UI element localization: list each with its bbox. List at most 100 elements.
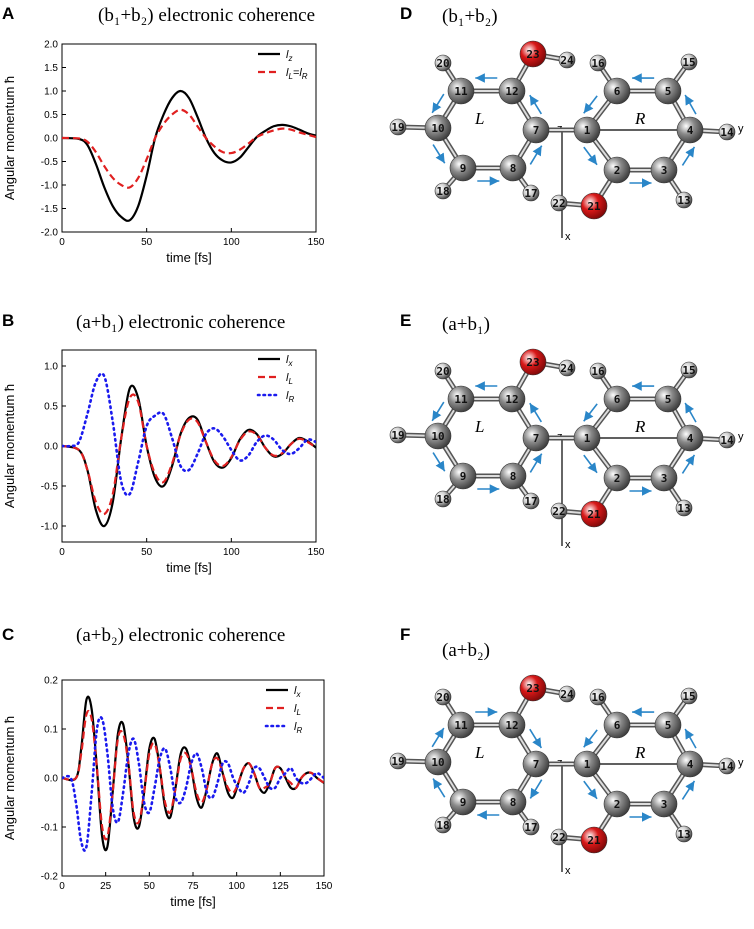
atom-number: 1 [584,758,591,771]
atom-number: 10 [431,756,444,769]
atom [519,348,547,376]
molecule-title-d: (b₁+b₂) [442,6,498,27]
molecule-2: yxz1234567891011121314151617181920212223… [389,674,744,877]
atom [389,118,407,136]
ring-current-arrow [583,95,598,114]
atom [558,685,576,703]
series-line-0 [62,89,316,222]
atom-number: 6 [614,85,621,98]
atom-number: 6 [614,393,621,406]
atom-number: 4 [687,758,694,771]
y-tick-label: 0.0 [44,134,58,145]
atom-number: 23 [526,48,539,61]
atom [449,788,477,816]
atom [603,464,631,492]
series-line-1 [62,709,324,841]
y-axis-label: Angular momentum ħ [2,716,17,840]
legend-label-1: lL [294,703,301,717]
y-tick-label: -0.1 [41,823,59,834]
y-tick-label: 1.0 [44,362,58,373]
atom [434,362,452,380]
y-tick-label: 0.2 [44,676,58,687]
x-tick-label: 100 [223,237,240,248]
atom [603,711,631,739]
atom-number: 14 [720,760,734,773]
axis-label-x: x [565,231,571,243]
atom [603,77,631,105]
legend-label-0: lz [286,49,292,63]
atom-number: 4 [687,432,694,445]
chart-title-b: (a+b₁) electronic coherence [76,312,285,333]
atom-number: 12 [505,393,518,406]
atom [519,674,547,702]
ring-current-arrow [583,454,598,474]
atom-number: 12 [505,719,518,732]
atom [718,757,736,775]
atom [447,385,475,413]
panel-letter-e: E [400,311,411,330]
x-tick-label: 50 [141,547,153,558]
atom-number: 3 [661,472,668,485]
x-tick-label: 0 [59,237,65,248]
atom [434,688,452,706]
ring-current-arrow [431,401,445,422]
x-tick-label: 50 [144,881,156,892]
atom-number: 24 [560,54,574,67]
atom-number: 1 [584,124,591,137]
series-line-1 [62,108,316,189]
atom [434,816,452,834]
atom [522,492,540,510]
atom-number: 7 [533,432,540,445]
atom [499,154,527,182]
panel-letter-d: D [400,4,412,23]
atom-number: 10 [431,430,444,443]
ring-current-arrow [684,94,697,115]
ring-current-arrow [681,780,696,800]
atom [424,748,452,776]
legend-label-0: lx [286,354,293,368]
atom-number: 3 [661,164,668,177]
series-line-2 [62,715,324,852]
series-line-2 [62,372,316,497]
atom [580,500,608,528]
atom-number: 21 [587,508,601,521]
atom [580,192,608,220]
atom [573,116,601,144]
atom-number: 4 [687,124,694,137]
atom-number: 13 [677,828,690,841]
x-axis-label: time [fs] [166,250,212,265]
atom-number: 11 [454,719,468,732]
atom-number: 19 [391,429,404,442]
atom-number: 24 [560,362,574,375]
atom [650,464,678,492]
axis-label-y: y [738,123,744,135]
y-tick-label: 1.0 [44,87,58,98]
ring-current-arrow [583,146,598,166]
atom-number: 14 [720,434,734,447]
atom [718,431,736,449]
x-tick-label: 75 [187,881,199,892]
atom [558,359,576,377]
x-axis-label: time [fs] [166,560,212,575]
atom-number: 15 [682,364,695,377]
ring-current-arrow [432,144,446,164]
atom [434,182,452,200]
atom [654,77,682,105]
atom-number: 16 [591,365,605,378]
atom [676,116,704,144]
atom-number: 9 [460,162,467,175]
molecule-0: yxz1234567891011121314151617181920212223… [389,40,744,243]
atom-number: 8 [510,162,517,175]
atom-number: 12 [505,85,518,98]
ring-label-right: R [634,109,646,128]
atom [650,156,678,184]
x-axis-label: time [fs] [170,894,216,909]
atom [589,54,607,72]
atom-number: 9 [460,470,467,483]
ring-label-left: L [474,743,484,762]
atom [654,385,682,413]
atom [580,826,608,854]
atom-number: 16 [591,691,605,704]
